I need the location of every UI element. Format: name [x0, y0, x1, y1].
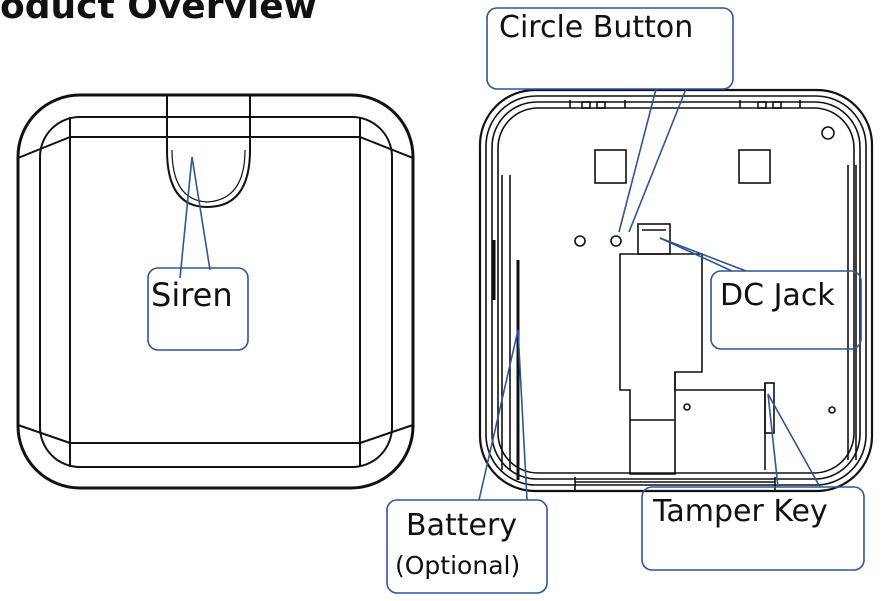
circle-button-callout: [486, 7, 734, 90]
battery-callout: [386, 499, 548, 594]
callouts: [147, 7, 865, 594]
front-cover: [16, 93, 415, 490]
battery-label: Battery: [406, 508, 518, 543]
siren-callout: [147, 267, 249, 351]
siren-dome: [166, 95, 251, 209]
back-case: [478, 88, 874, 493]
circle-button-label: Circle Button: [499, 10, 694, 45]
dc-jack-label: DC Jack: [720, 278, 835, 313]
page-title: oduct Overview: [0, 0, 317, 27]
tamper-key-label: Tamper Key: [653, 494, 828, 529]
dc-jack-callout: [710, 270, 862, 350]
siren-label: Siren: [151, 276, 233, 314]
battery-note-label: (Optional): [395, 551, 521, 580]
tamper-key-callout: [641, 486, 865, 571]
